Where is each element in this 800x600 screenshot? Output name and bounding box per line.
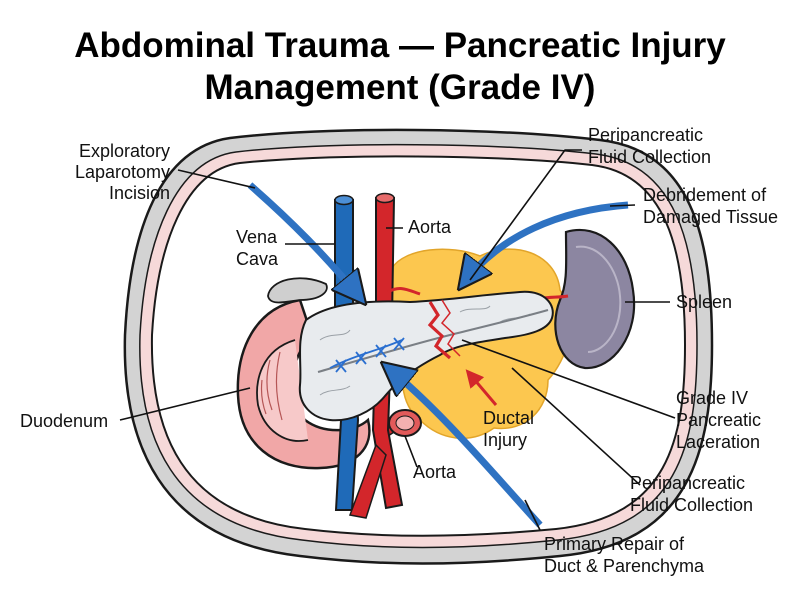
label-spleen: Spleen bbox=[676, 292, 732, 312]
laparotomy-arrow[interactable] bbox=[247, 182, 362, 300]
label-primary-repair-line-2: Duct & Parenchyma bbox=[544, 556, 705, 576]
label-ductal-injury-line-1: Ductal bbox=[483, 408, 534, 428]
spleen bbox=[535, 229, 636, 370]
suture-line bbox=[329, 337, 405, 373]
label-vena-cava: Vena Cava bbox=[236, 227, 279, 269]
label-fluid-bottom-line-2: Fluid Collection bbox=[630, 495, 753, 515]
label-peripancreatic-fluid-bottom: Peripancreatic Fluid Collection bbox=[630, 473, 753, 515]
label-grade-iv-laceration: Grade IV Pancreatic Laceration bbox=[676, 388, 761, 452]
label-vena-cava-line-2: Cava bbox=[236, 249, 279, 269]
ductal-injury-arrow bbox=[465, 369, 498, 406]
label-grade-iv-line-1: Grade IV bbox=[676, 388, 748, 408]
diagram-title-line-2: Management (Grade IV) bbox=[205, 68, 596, 107]
label-laparotomy-line-3: Incision bbox=[109, 183, 170, 203]
label-fluid-top-line-1: Peripancreatic bbox=[588, 125, 703, 145]
label-laparotomy-line-2: Laparotomy bbox=[75, 162, 170, 182]
label-vena-cava-line-1: Vena bbox=[236, 227, 278, 247]
label-fluid-bottom-line-1: Peripancreatic bbox=[630, 473, 745, 493]
pancreas bbox=[298, 290, 554, 422]
label-primary-repair-line-1: Primary Repair of bbox=[544, 534, 685, 554]
label-exploratory-laparotomy-incision: Exploratory Laparotomy Incision bbox=[75, 141, 170, 203]
label-laparotomy-line-1: Exploratory bbox=[79, 141, 170, 161]
label-aorta-bottom: Aorta bbox=[413, 462, 457, 482]
label-fluid-top-line-2: Fluid Collection bbox=[588, 147, 711, 167]
primary-repair-arrow[interactable] bbox=[386, 366, 543, 528]
label-duodenum: Duodenum bbox=[20, 411, 108, 431]
label-debridement-line-2: Damaged Tissue bbox=[643, 207, 778, 227]
label-leaders bbox=[119, 149, 676, 531]
label-debridement-line-1: Debridement of bbox=[643, 185, 767, 205]
label-debridement: Debridement of Damaged Tissue bbox=[643, 185, 778, 227]
pancreatic-laceration bbox=[427, 301, 452, 360]
label-ductal-injury-line-2: Injury bbox=[483, 430, 527, 450]
pancreatic-duct bbox=[317, 309, 549, 373]
label-ductal-injury: Ductal Injury bbox=[483, 408, 534, 450]
label-aorta-top: Aorta bbox=[408, 217, 452, 237]
label-grade-iv-line-2: Pancreatic bbox=[676, 410, 761, 430]
diagram-title-line-1: Abdominal Trauma — Pancreatic Injury bbox=[74, 26, 726, 65]
debridement-arrow[interactable] bbox=[462, 201, 629, 285]
label-grade-iv-line-3: Laceration bbox=[676, 432, 760, 452]
label-primary-repair: Primary Repair of Duct & Parenchyma bbox=[544, 534, 705, 576]
label-peripancreatic-fluid-top: Peripancreatic Fluid Collection bbox=[588, 125, 711, 167]
